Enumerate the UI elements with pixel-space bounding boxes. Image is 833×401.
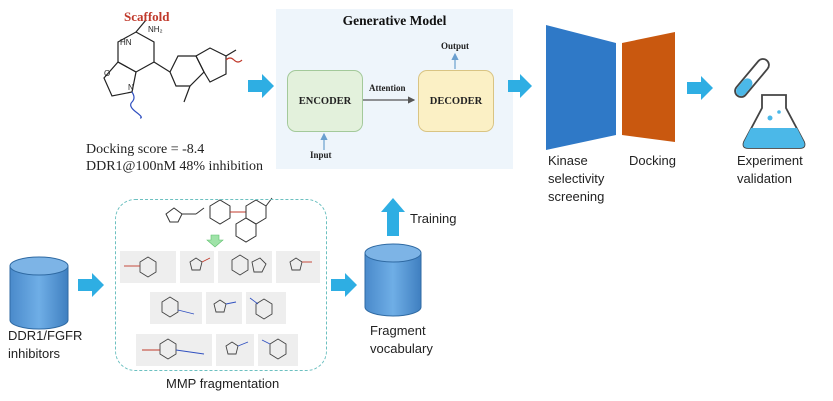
kinase-trapezoid (546, 25, 616, 150)
vocab-label-line: vocabulary (370, 341, 433, 356)
kinase-selectivity-label: Kinase selectivity screening (548, 152, 604, 206)
experiment-label-line: validation (737, 171, 792, 186)
training-up-arrow (381, 198, 405, 236)
fragment-thumbnail (150, 292, 202, 324)
kinase-label-line: selectivity (548, 171, 605, 186)
fragment-thumbnail (216, 334, 254, 366)
arrow-scaffold-to-model (248, 74, 274, 98)
arrow-docking-to-experiment (687, 76, 713, 100)
fragment-thumbnail (246, 292, 286, 324)
fragment-thumbnail (218, 251, 272, 283)
docking-trapezoid (622, 32, 675, 142)
mmp-fragmentation-label: MMP fragmentation (166, 376, 280, 391)
fragment-thumbnail (276, 251, 320, 283)
experiment-label-line: Experiment (737, 153, 803, 168)
arrow-database-to-mmp (78, 273, 104, 297)
inhibitors-label-line: DDR1/FGFR (8, 328, 83, 343)
docking-label: Docking (629, 153, 676, 168)
kinase-label-line: screening (548, 189, 605, 204)
test-tube-icon (734, 58, 770, 98)
atom-label-o: O (104, 69, 110, 78)
fragment-thumbnail (206, 292, 242, 324)
output-label: Output (441, 41, 470, 51)
arrow-model-to-kinase (508, 74, 532, 98)
encoder-box: ENCODER (287, 70, 363, 132)
flask-icon (742, 94, 806, 149)
scaffold-title: Scaffold (124, 9, 170, 24)
arrow-mmp-to-vocabulary (331, 273, 357, 297)
generative-model-title: Generative Model (342, 13, 447, 28)
atom-label-nh2: NH₂ (148, 25, 163, 34)
fragment-vocabulary-label: Fragment vocabulary (370, 322, 433, 358)
training-label: Training (410, 211, 457, 226)
ddr1-database-cylinder-icon (9, 256, 69, 330)
ddr1-fgfr-inhibitors-label: DDR1/FGFR inhibitors (8, 327, 82, 363)
experiment-validation-label: Experiment validation (737, 152, 803, 188)
ddr1-inhibition-text: DDR1@100nM 48% inhibition (86, 159, 264, 174)
kinase-label-line: Kinase (548, 153, 588, 168)
mmp-source-molecule-structure (165, 197, 273, 243)
mmp-fragmentation-box (115, 199, 327, 371)
mmp-down-arrow (206, 234, 224, 248)
fragment-thumbnail (180, 251, 214, 283)
scaffold-molecule-structure (103, 19, 243, 119)
atom-label-nh: HN (120, 38, 132, 47)
fragment-thumbnail (120, 251, 176, 283)
attention-label: Attention (369, 83, 406, 93)
inhibitors-label-line: inhibitors (8, 346, 61, 361)
decoder-box: DECODER (418, 70, 494, 132)
input-label: Input (310, 150, 332, 160)
docking-score-text: Docking score = -8.4 (86, 142, 205, 157)
fragment-vocabulary-cylinder-icon (364, 243, 422, 317)
vocab-label-line: Fragment (370, 323, 426, 338)
atom-label-n: N (128, 83, 134, 92)
